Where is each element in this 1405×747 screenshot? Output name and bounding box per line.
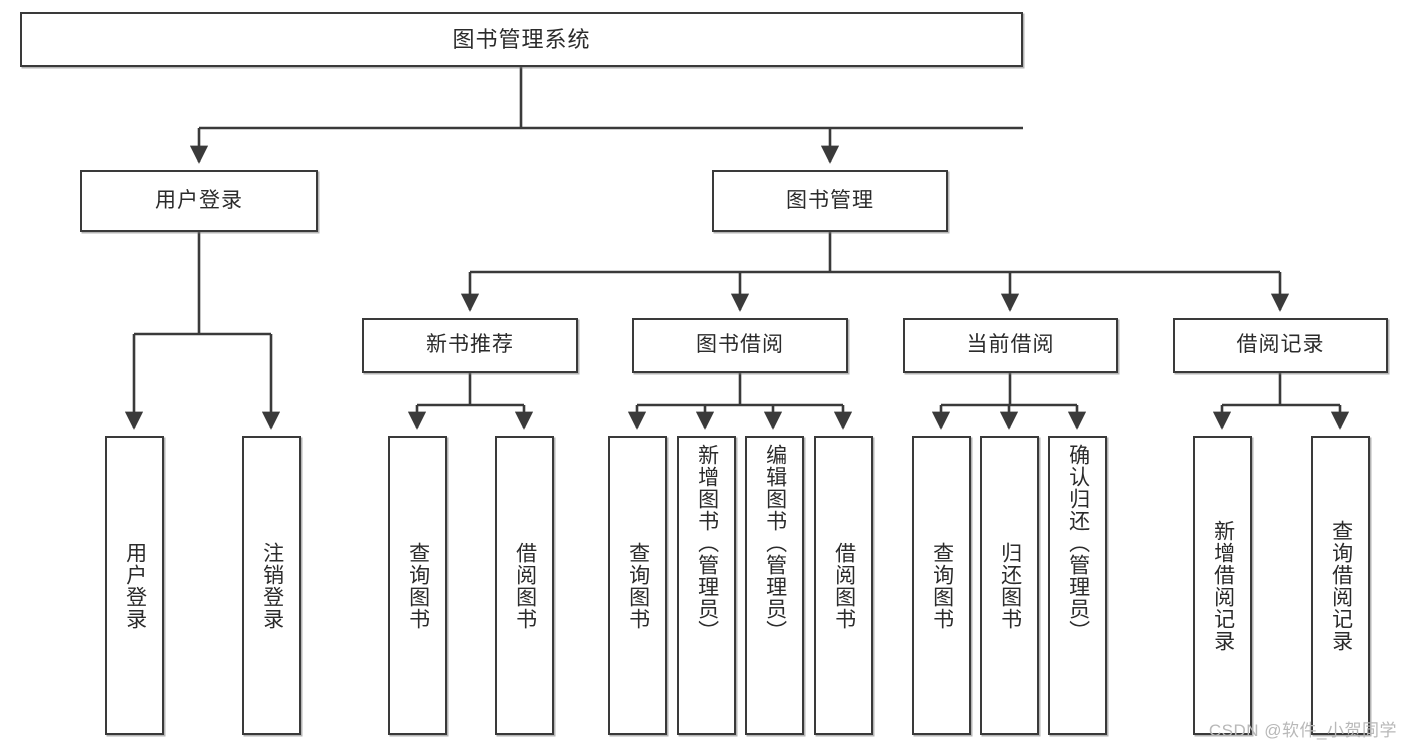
node-borrow-record[interactable]: 借阅记录 <box>1173 318 1388 373</box>
leaf-logout-label: 注销登录 <box>260 541 284 630</box>
node-new-book[interactable]: 新书推荐 <box>362 318 578 373</box>
node-user-login[interactable]: 用户登录 <box>80 170 318 232</box>
leaf-bookborrow-query-book[interactable]: 查询图书 <box>608 436 667 735</box>
leaf-bookborrow-add-book-label: 新增图书（管理员） <box>695 444 719 642</box>
leaf-bookborrow-edit-book[interactable]: 编辑图书（管理员） <box>745 436 804 735</box>
leaf-currentborrow-query-book[interactable]: 查询图书 <box>912 436 971 735</box>
node-current-borrow[interactable]: 当前借阅 <box>903 318 1118 373</box>
node-book-manage-label: 图书管理 <box>786 188 874 212</box>
leaf-bookborrow-edit-book-label: 编辑图书（管理员） <box>763 444 787 642</box>
leaf-currentborrow-return-book-label: 归还图书 <box>998 541 1022 630</box>
leaf-currentborrow-confirm-return-label: 确认归还（管理员） <box>1066 444 1090 642</box>
node-book-borrow[interactable]: 图书借阅 <box>632 318 848 373</box>
leaf-bookborrow-query-book-label: 查询图书 <box>626 541 650 630</box>
leaf-newbook-query-book-label: 查询图书 <box>406 541 430 630</box>
leaf-bookborrow-borrow-book[interactable]: 借阅图书 <box>814 436 873 735</box>
leaf-newbook-borrow-book[interactable]: 借阅图书 <box>495 436 554 735</box>
leaf-bookborrow-add-book[interactable]: 新增图书（管理员） <box>677 436 736 735</box>
node-borrow-record-label: 借阅记录 <box>1236 333 1325 357</box>
leaf-user-login[interactable]: 用户登录 <box>105 436 164 735</box>
node-user-login-label: 用户登录 <box>155 188 243 212</box>
node-root-label: 图书管理系统 <box>452 26 591 52</box>
node-new-book-label: 新书推荐 <box>426 333 514 357</box>
csdn-watermark: CSDN @软件_小贺同学 <box>1208 721 1397 740</box>
leaf-currentborrow-return-book[interactable]: 归还图书 <box>980 436 1039 735</box>
node-book-borrow-label: 图书借阅 <box>696 333 784 357</box>
leaf-newbook-borrow-book-label: 借阅图书 <box>513 541 537 630</box>
node-book-manage[interactable]: 图书管理 <box>712 170 948 232</box>
leaf-borrowrecord-add-record-label: 新增借阅记录 <box>1211 519 1235 652</box>
node-root[interactable]: 图书管理系统 <box>20 12 1023 67</box>
node-current-borrow-label: 当前借阅 <box>966 333 1055 357</box>
leaf-currentborrow-confirm-return[interactable]: 确认归还（管理员） <box>1048 436 1107 735</box>
leaf-logout[interactable]: 注销登录 <box>242 436 301 735</box>
leaf-user-login-label: 用户登录 <box>123 541 147 630</box>
leaf-currentborrow-query-book-label: 查询图书 <box>930 541 954 630</box>
leaf-borrowrecord-query-record[interactable]: 查询借阅记录 <box>1311 436 1370 735</box>
leaf-bookborrow-borrow-book-label: 借阅图书 <box>832 541 856 630</box>
leaf-borrowrecord-add-record[interactable]: 新增借阅记录 <box>1193 436 1252 735</box>
leaf-newbook-query-book[interactable]: 查询图书 <box>388 436 447 735</box>
leaf-borrowrecord-query-record-label: 查询借阅记录 <box>1329 519 1353 652</box>
